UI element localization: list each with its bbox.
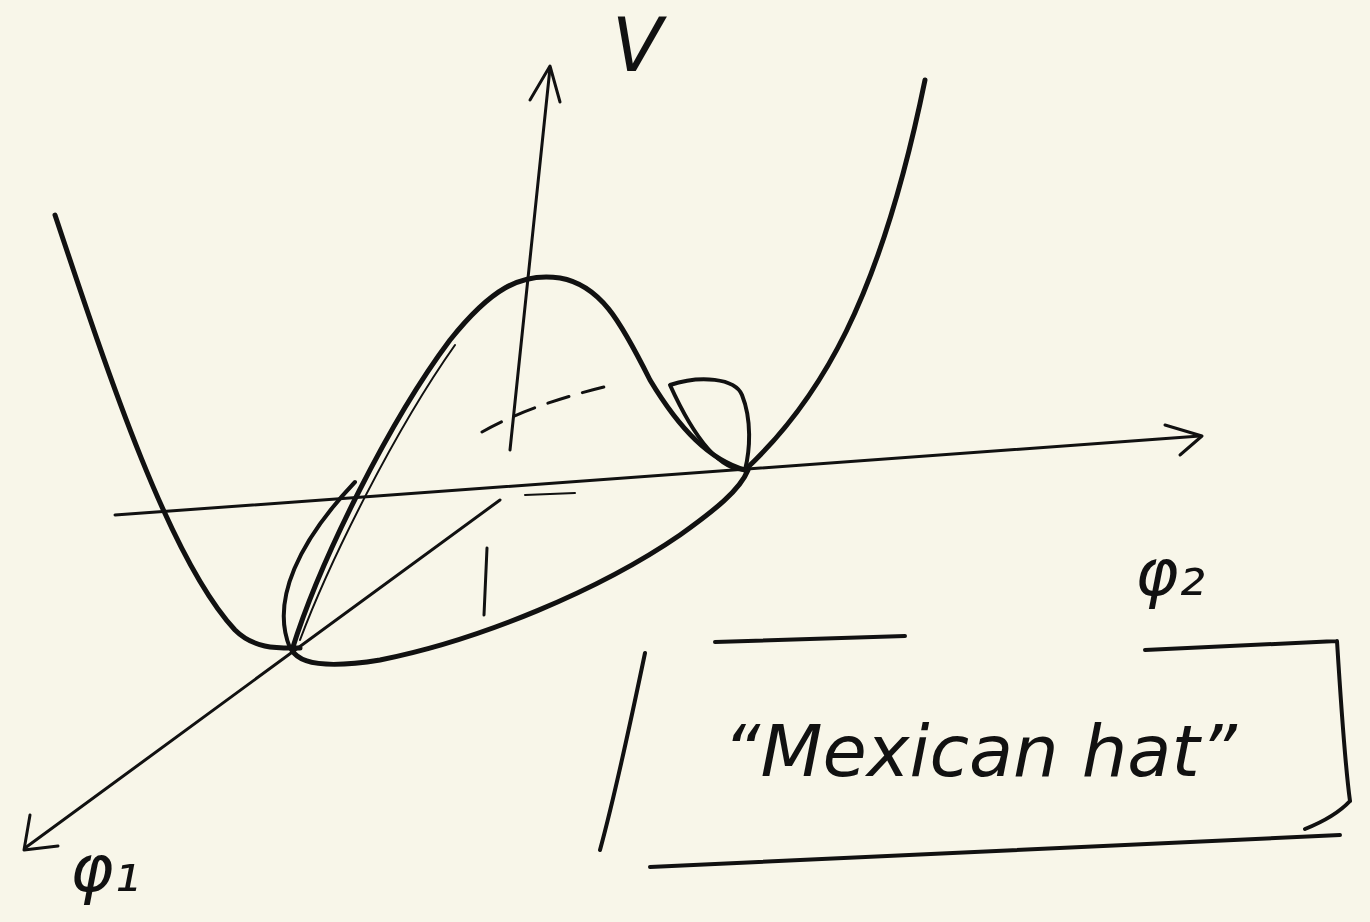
axis-arrowhead [1165, 425, 1202, 455]
axis-label: φ₂ [1135, 540, 1205, 606]
box-label: “Mexican hat” [723, 715, 1237, 787]
tick-mark [484, 548, 487, 615]
hat-bump [292, 277, 745, 650]
frame-stroke [600, 636, 1350, 867]
hat-rim [670, 379, 749, 470]
axis-arrowhead [24, 815, 58, 850]
potential-curve [745, 80, 925, 470]
phi1-axis [25, 500, 500, 848]
axis-arrowhead [530, 66, 560, 102]
hat-rim [284, 482, 355, 648]
hat-bump [300, 345, 455, 640]
hidden-line [482, 385, 612, 432]
phi2-axis [115, 436, 1200, 515]
v-axis [510, 68, 550, 450]
axis-label: φ₁ [70, 836, 140, 902]
hat-rim [292, 470, 748, 664]
label-box: “Mexican hat” [615, 645, 1345, 845]
potential-curve [55, 215, 300, 648]
axis-label: V [612, 8, 663, 82]
hidden-line [525, 493, 575, 495]
